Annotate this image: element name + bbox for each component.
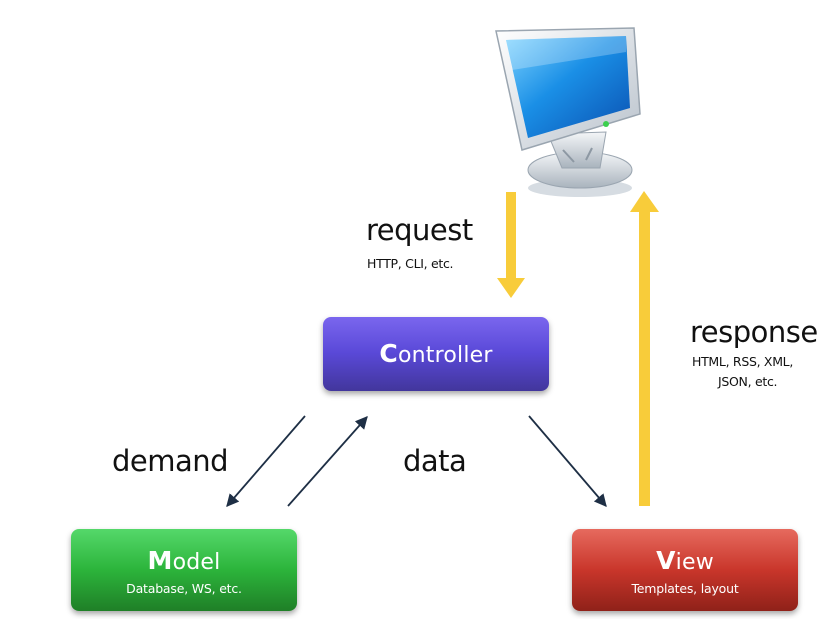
response-detail-line1: HTML, RSS, XML, (692, 354, 794, 369)
view-data-arrow (528, 415, 607, 507)
request-detail: HTTP, CLI, etc. (367, 256, 454, 271)
response-detail-line2: JSON, etc. (718, 374, 778, 389)
response-arrow (630, 191, 659, 506)
data-label: data (403, 444, 467, 478)
request-arrow (497, 192, 525, 298)
model-box: Model Database, WS, etc. (71, 529, 297, 611)
demand-arrow (226, 415, 306, 507)
response-label: response (690, 315, 818, 349)
view-subtitle: Templates, layout (631, 581, 739, 596)
model-title: Model (147, 546, 221, 576)
view-box: View Templates, layout (572, 529, 798, 611)
demand-label: demand (112, 444, 229, 478)
controller-title: Controller (379, 339, 493, 368)
model-subtitle: Database, WS, etc. (126, 581, 242, 596)
data-return-arrow (287, 416, 368, 507)
request-label: request (366, 213, 473, 247)
computer-monitor-icon (495, 27, 641, 197)
view-title: View (656, 546, 714, 576)
controller-box: Controller (323, 317, 549, 391)
